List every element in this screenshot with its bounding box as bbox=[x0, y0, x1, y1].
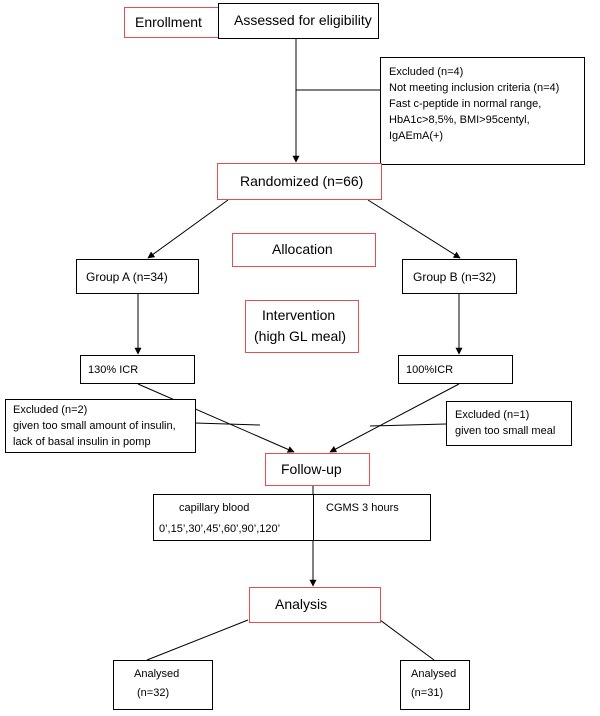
eligibility-box: Assessed for eligibility bbox=[218, 3, 379, 39]
excluded-a-line: Excluded (n=2) bbox=[13, 404, 88, 416]
excluded-a-text: Excluded (n=2) given too small amount of… bbox=[13, 402, 176, 450]
excluded-eligibility-text: Excluded (n=4) Not meeting inclusion cri… bbox=[389, 64, 559, 144]
line-from-excluded-b bbox=[369, 423, 447, 427]
group-b-box: Group B (n=32) bbox=[402, 259, 517, 294]
icr-a-label: 130% ICR bbox=[88, 364, 139, 376]
icr-b-box: 100%ICR bbox=[398, 355, 513, 384]
icr-a-box: 130% ICR bbox=[80, 355, 195, 384]
icr-b-label: 100%ICR bbox=[406, 364, 454, 376]
excluded-eligibility-line: IgAEmA(+) bbox=[389, 130, 444, 142]
randomized-label: Randomized (n=66) bbox=[240, 173, 364, 189]
arrow-icr-a-to-followup bbox=[137, 383, 295, 453]
excluded-a-line: given too small amount of insulin, bbox=[13, 420, 176, 432]
cgms-box: CGMS 3 hours bbox=[313, 494, 431, 541]
allocation-label: Allocation bbox=[272, 241, 333, 257]
followup-label: Follow-up bbox=[281, 461, 342, 477]
excluded-b-box: Excluded (n=1) given too small meal bbox=[446, 401, 572, 446]
intervention-box: Intervention (high GL meal) bbox=[245, 300, 359, 353]
capillary-timepoints: 0’,15’,30’,45’,60’,90’,120’ bbox=[159, 523, 281, 535]
analysed-b-label: Analysed bbox=[411, 668, 457, 680]
intervention-label: Intervention bbox=[262, 307, 336, 323]
enrollment-box: Enrollment bbox=[124, 7, 219, 38]
excluded-b-text: Excluded (n=1) given too small meal bbox=[455, 407, 555, 439]
analysed-a-count: (n=32) bbox=[137, 687, 170, 699]
randomized-box: Randomized (n=66) bbox=[217, 163, 382, 200]
enrollment-label: Enrollment bbox=[135, 14, 202, 30]
excluded-b-line: Excluded (n=1) bbox=[455, 409, 530, 421]
line-analysis-to-analysed-b bbox=[379, 619, 435, 661]
excluded-eligibility-line: Not meeting inclusion criteria (n=4) bbox=[389, 82, 560, 94]
excluded-eligibility-line: Excluded (n=4) bbox=[389, 66, 464, 78]
analysis-box: Analysis bbox=[249, 587, 381, 623]
group-b-label: Group B (n=32) bbox=[413, 270, 497, 284]
group-a-box: Group A (n=34) bbox=[76, 259, 199, 294]
analysis-label: Analysis bbox=[275, 596, 328, 612]
arrow-randomized-to-group-b bbox=[367, 199, 461, 259]
excluded-b-line: given too small meal bbox=[455, 425, 556, 437]
analysed-a-label: Analysed bbox=[134, 668, 180, 680]
capillary-blood-box: capillary blood 0’,15’,30’,45’,60’,90’,1… bbox=[153, 494, 315, 541]
eligibility-label: Assessed for eligibility bbox=[234, 12, 372, 28]
excluded-eligibility-box: Excluded (n=4) Not meeting inclusion cri… bbox=[380, 57, 585, 165]
allocation-box: Allocation bbox=[232, 233, 376, 267]
capillary-label: capillary blood bbox=[179, 502, 250, 514]
excluded-a-line: lack of basal insulin in pomp bbox=[13, 436, 151, 448]
excluded-eligibility-line: Fast c-peptide in normal range, bbox=[389, 98, 542, 110]
cgms-label: CGMS 3 hours bbox=[326, 502, 399, 514]
line-from-excluded-a bbox=[194, 422, 261, 426]
analysed-b-box: Analysed (n=31) bbox=[400, 660, 470, 710]
intervention-sublabel: (high GL meal) bbox=[254, 328, 347, 344]
followup-box: Follow-up bbox=[265, 453, 370, 486]
analysed-a-box: Analysed (n=32) bbox=[113, 660, 213, 710]
excluded-eligibility-line: HbA1c>8,5%, BMI>95centyl, bbox=[389, 114, 530, 126]
group-a-label: Group A (n=34) bbox=[86, 270, 168, 284]
line-analysis-to-analysed-a bbox=[146, 619, 249, 661]
arrow-randomized-to-group-a bbox=[147, 199, 229, 259]
analysed-b-count: (n=31) bbox=[411, 687, 444, 699]
arrow-icr-b-to-followup bbox=[329, 383, 460, 453]
excluded-a-box: Excluded (n=2) given too small amount of… bbox=[5, 399, 196, 453]
